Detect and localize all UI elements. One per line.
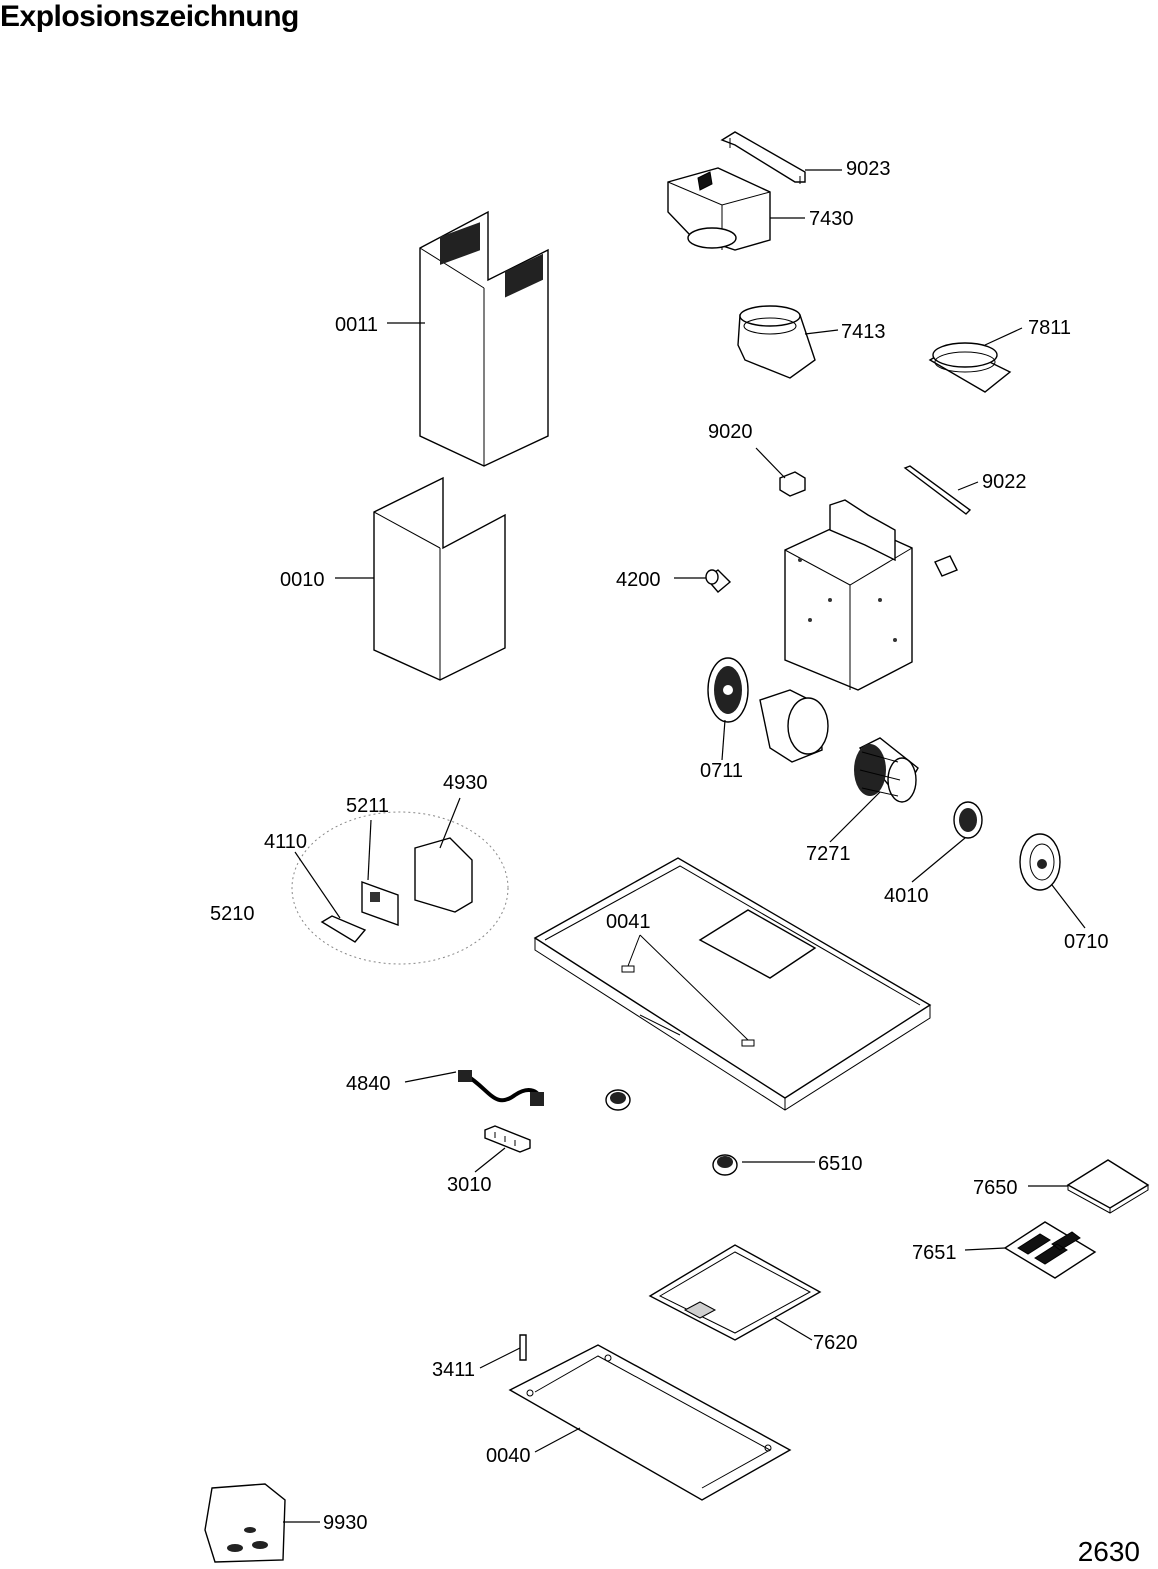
part-9023-bracket [720, 131, 806, 184]
part-4840-cable [458, 1070, 544, 1106]
label-9930: 9930 [323, 1512, 368, 1534]
label-0040: 0040 [486, 1445, 531, 1467]
label-7650: 7650 [973, 1177, 1018, 1199]
label-7620: 7620 [813, 1332, 858, 1354]
label-7413: 7413 [841, 321, 886, 343]
label-9020: 9020 [708, 421, 753, 443]
part-6510-knob [712, 1154, 738, 1176]
sheet-number: 2630 [1077, 1536, 1140, 1567]
label-0711: 0711 [700, 760, 743, 782]
part-7620-grease-filter [648, 1244, 822, 1341]
label-0041: 0041 [606, 911, 651, 933]
label-4840: 4840 [346, 1073, 391, 1095]
label-0010: 0010 [280, 569, 325, 591]
label-4110: 4110 [264, 831, 307, 853]
part-3411-pin [519, 1334, 527, 1361]
label-3411: 3411 [432, 1359, 475, 1381]
part-7413-adaptor [737, 305, 816, 379]
page-title: Explosionszeichnung [0, 0, 299, 33]
label-5210: 5210 [210, 903, 255, 925]
label-4930: 4930 [443, 772, 488, 794]
part-labels: 9023 7430 0011 7413 7811 9020 9022 0010 … [210, 158, 1109, 1534]
label-7271: 7271 [806, 843, 851, 865]
label-9023: 9023 [846, 158, 891, 180]
part-motor-housing [784, 499, 958, 691]
label-0710: 0710 [1064, 931, 1109, 953]
label-7811: 7811 [1028, 317, 1071, 339]
label-6510: 6510 [818, 1153, 863, 1175]
part-7430-damper-box [667, 167, 771, 251]
part-7651-filter-frame [1003, 1221, 1097, 1279]
label-7430: 7430 [809, 208, 854, 230]
part-0011-upper-chimney [419, 210, 549, 467]
part-0010-lower-chimney [373, 476, 506, 681]
label-5211: 5211 [346, 795, 389, 817]
leader-lines [283, 169, 1086, 1523]
part-0040-panel [508, 1344, 792, 1501]
part-9022-rail [903, 465, 972, 515]
part-4200-capacitor [704, 569, 732, 593]
part-canopy [533, 857, 932, 1111]
label-3010: 3010 [447, 1174, 492, 1196]
part-0710-fan-plate [1019, 833, 1061, 891]
label-9022: 9022 [982, 471, 1027, 493]
part-3010-switch [484, 1125, 531, 1153]
part-4010-motor [953, 801, 983, 839]
label-0011: 0011 [335, 314, 378, 336]
part-7271-impeller [854, 737, 919, 803]
part-knob [605, 1089, 631, 1111]
part-0711-fan-guard [707, 657, 749, 723]
part-7811-ring-flange [928, 342, 1012, 393]
part-9930-screw-bag [204, 1483, 286, 1563]
part-7650-charcoal-filter [1066, 1159, 1150, 1214]
part-5210-control-group [291, 811, 509, 965]
part-fan-scroll [759, 689, 829, 763]
label-4200: 4200 [616, 569, 661, 591]
label-7651: 7651 [912, 1242, 957, 1264]
label-4010: 4010 [884, 885, 929, 907]
part-9020-clip [779, 471, 806, 497]
